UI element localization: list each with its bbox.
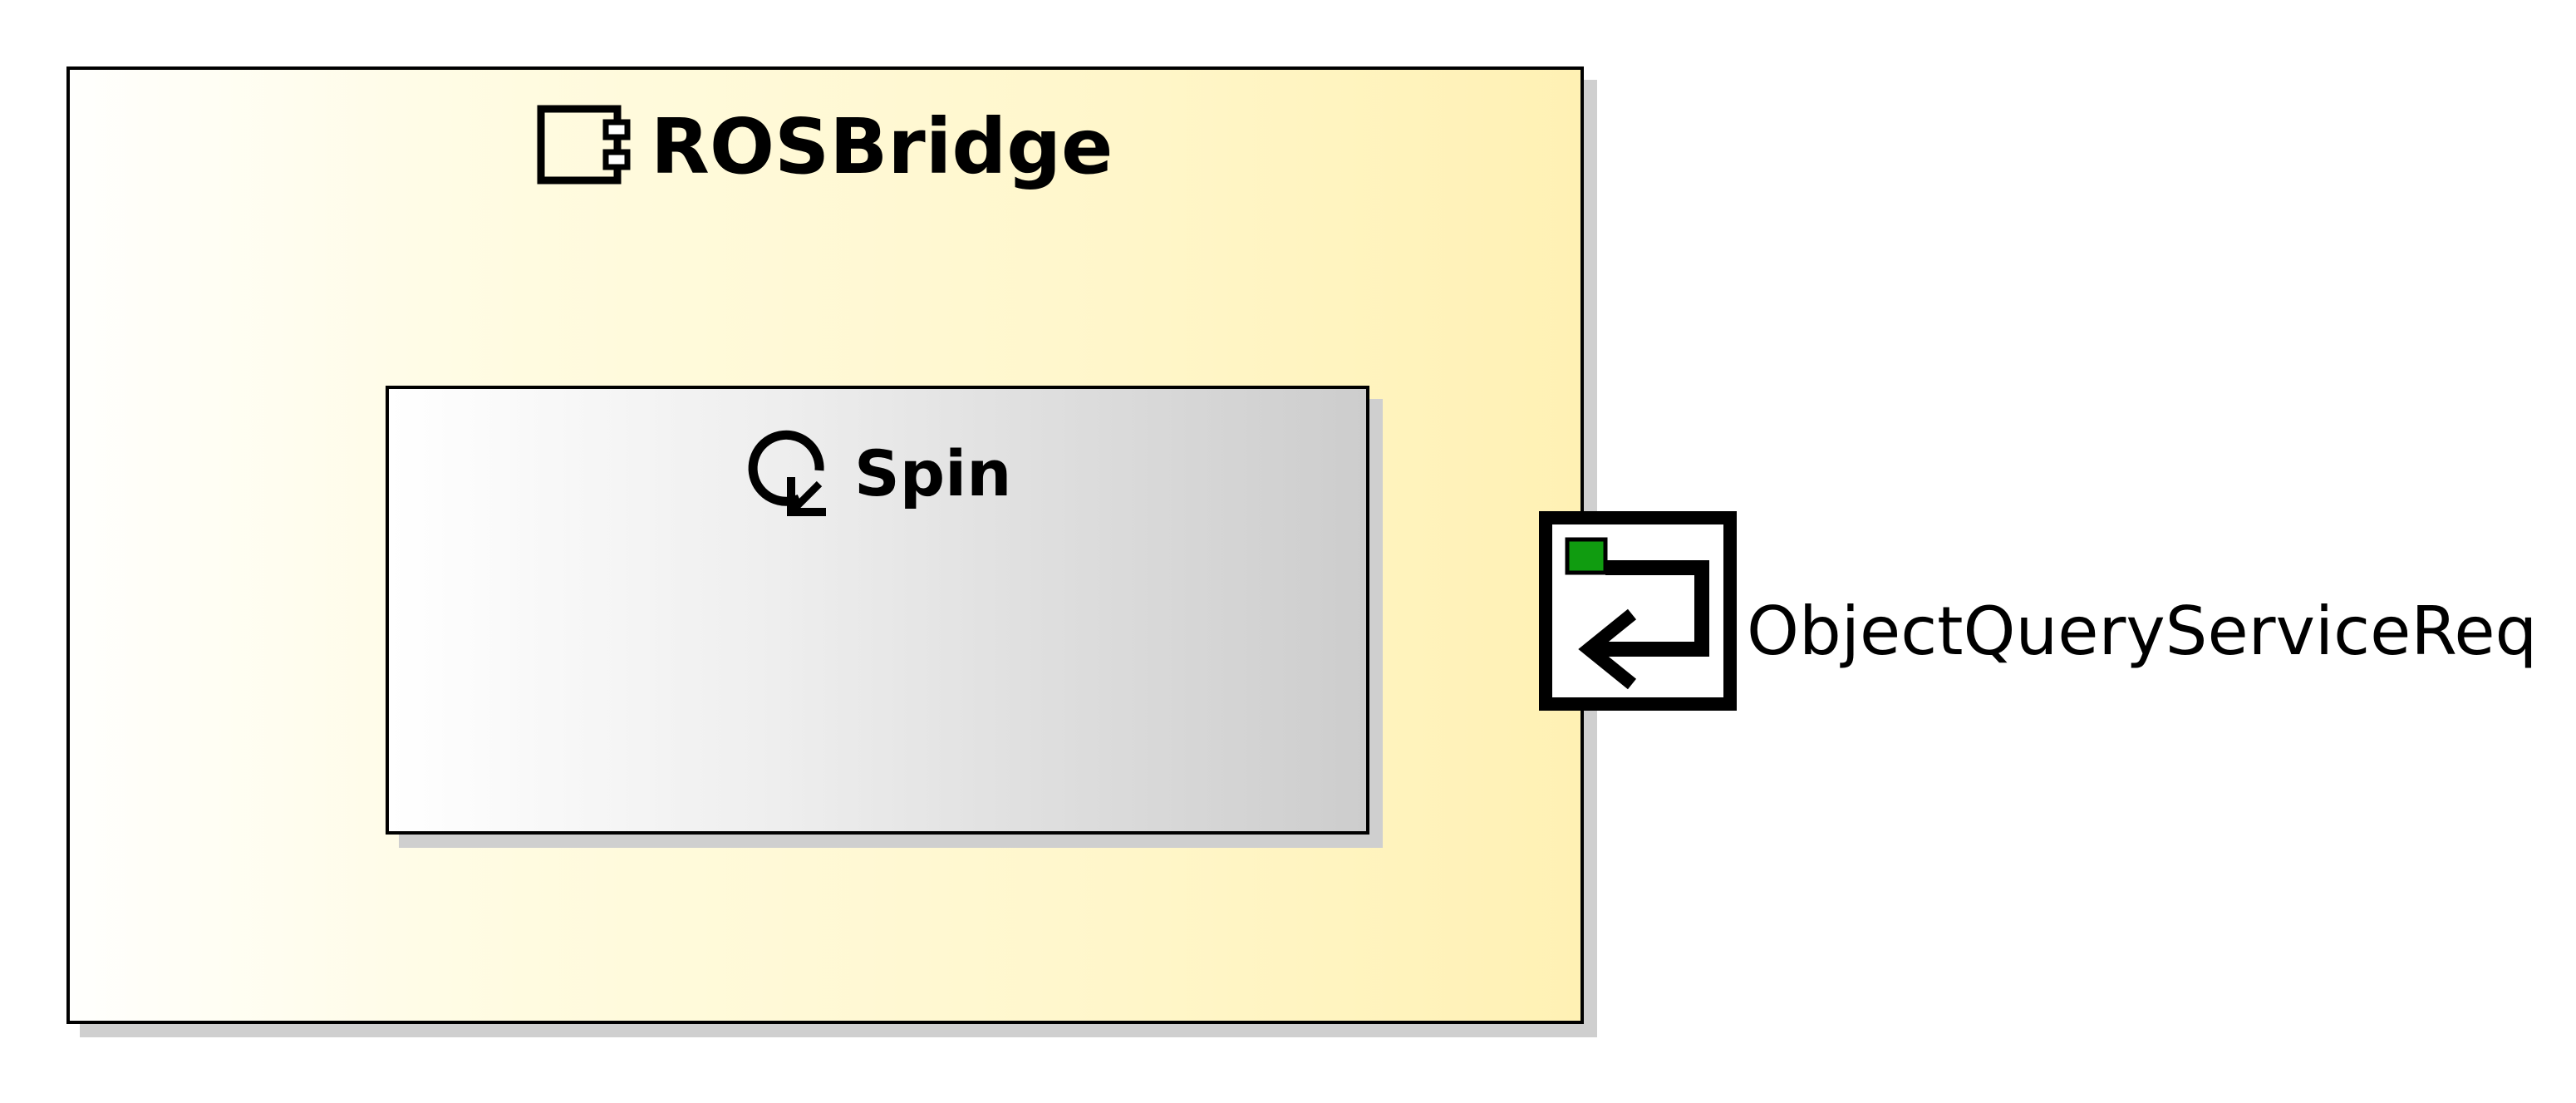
port-body xyxy=(1552,524,1723,697)
port-label: ObjectQueryServiceReq xyxy=(1747,593,2538,670)
activity-title: Spin xyxy=(740,424,1011,524)
component-name: ROSBridge xyxy=(651,102,1113,191)
activity-name: Spin xyxy=(854,436,1012,510)
component-icon xyxy=(536,104,632,190)
service-request-port[interactable] xyxy=(1539,511,1737,711)
activity-box-spin[interactable] xyxy=(386,386,1369,835)
loop-icon xyxy=(740,422,839,525)
component-title: ROSBridge xyxy=(536,101,1113,193)
